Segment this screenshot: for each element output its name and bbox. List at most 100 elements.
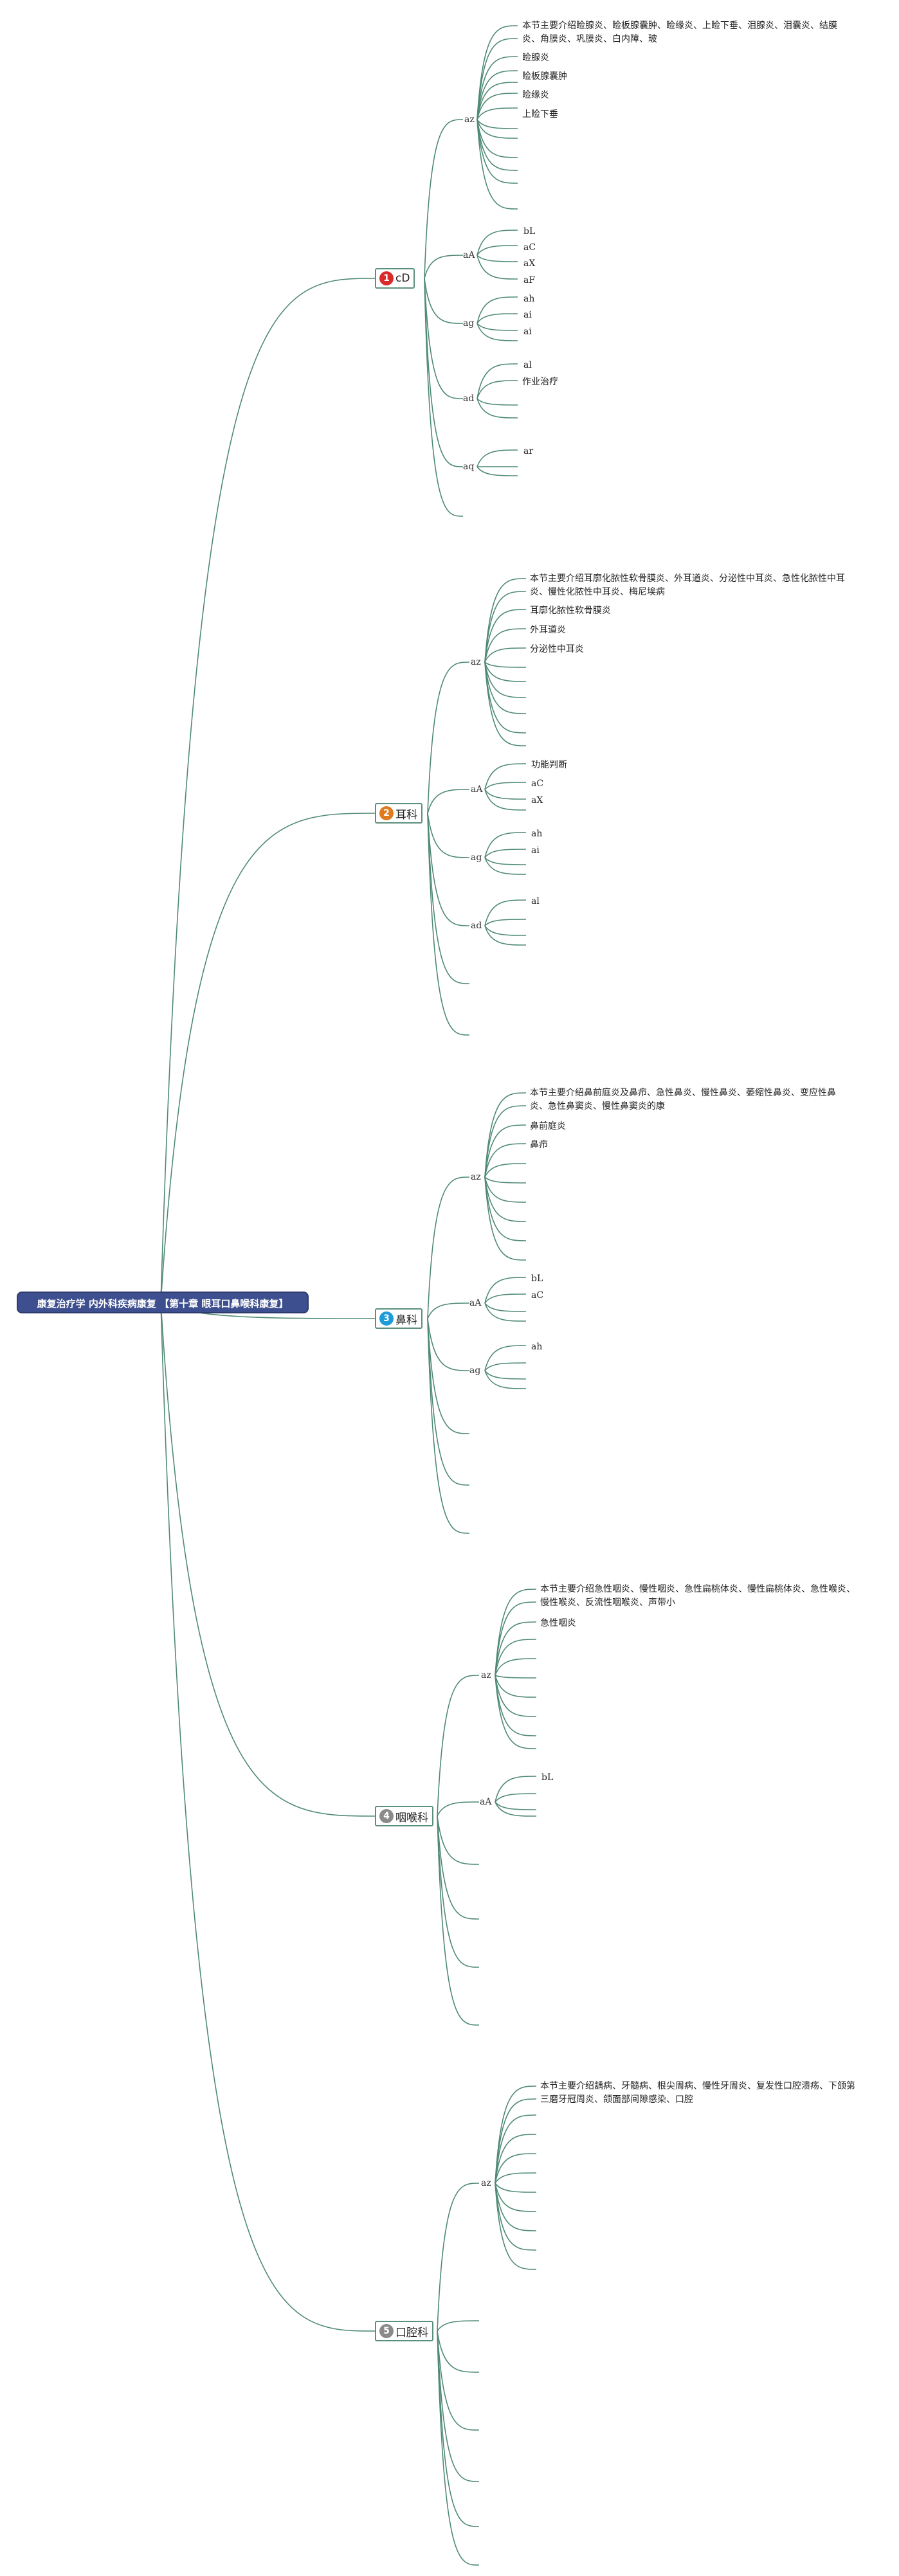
branch-connector bbox=[427, 1302, 470, 1319]
leaf-text: 耳廓化脓性软骨膜炎 bbox=[530, 606, 611, 616]
sub-node[interactable]: aA bbox=[480, 1797, 492, 1807]
leaf-connector bbox=[495, 1801, 537, 1817]
sub-node[interactable]: az bbox=[464, 114, 475, 125]
branch-connector bbox=[424, 255, 464, 279]
branch-label: cD bbox=[395, 272, 410, 285]
branch-connector bbox=[437, 2183, 480, 2332]
leaf-connector bbox=[484, 849, 527, 858]
leaf-text: bL bbox=[541, 1772, 554, 1783]
leaf-text: aX bbox=[523, 258, 536, 269]
leaf-text: ah bbox=[531, 829, 543, 839]
leaf-text: 本节主要介绍急性咽炎、慢性咽炎、急性扁桃体炎、慢性扁桃体炎、急性喉炎、慢性喉炎、… bbox=[540, 1584, 855, 1608]
branch-node-2[interactable]: 2 耳科 bbox=[375, 803, 422, 824]
sub-node[interactable]: aq bbox=[463, 462, 475, 472]
branch-connector bbox=[427, 662, 470, 814]
branch-connector bbox=[437, 2330, 480, 2527]
leaf-connector bbox=[477, 119, 518, 210]
leaf-text: 鼻前庭炎 bbox=[530, 1121, 566, 1131]
leaf-connector bbox=[477, 119, 518, 158]
leaf-connector bbox=[495, 1793, 537, 1803]
leaf-connector bbox=[477, 398, 518, 419]
leaf-text: 外耳道炎 bbox=[530, 625, 566, 635]
leaf-connector bbox=[477, 93, 518, 120]
leaf-connector bbox=[484, 1345, 527, 1371]
branch-node-1[interactable]: 1 cD bbox=[375, 268, 415, 289]
leaf-connector bbox=[477, 323, 518, 331]
leaf-connector bbox=[484, 1092, 527, 1178]
number-badge-icon: 2 bbox=[379, 806, 394, 820]
root-node[interactable]: 康复治疗学 内外科疾病康复 【第十章 眼耳口鼻喉科康复】 bbox=[17, 1292, 309, 1313]
sub-node[interactable]: az bbox=[481, 1670, 491, 1680]
leaf-connector bbox=[495, 1639, 537, 1676]
leaf-connector bbox=[495, 1675, 537, 1698]
leaf-connector bbox=[484, 857, 527, 865]
leaf-connector bbox=[495, 1658, 537, 1676]
leaf-connector bbox=[484, 1176, 527, 1203]
leaf-connector bbox=[495, 2183, 537, 2251]
leaf-connector bbox=[477, 313, 518, 324]
leaf-text: ah bbox=[523, 294, 535, 304]
branch-connector bbox=[437, 1801, 480, 1817]
branch-connector bbox=[437, 2330, 480, 2373]
leaf-text: bL bbox=[523, 226, 536, 237]
leaf-text: 上睑下垂 bbox=[522, 109, 558, 120]
leaf-text: 鼻疖 bbox=[530, 1140, 548, 1150]
sub-node[interactable]: ad bbox=[463, 393, 475, 404]
leaf-connector bbox=[495, 2134, 537, 2184]
branch-connector bbox=[427, 1318, 470, 1371]
number-badge-icon: 3 bbox=[379, 1311, 394, 1326]
sub-node[interactable]: az bbox=[481, 2178, 491, 2188]
leaf-connector bbox=[484, 1176, 527, 1184]
branch-connector bbox=[437, 1675, 480, 1817]
leaf-text: 急性咽炎 bbox=[540, 1618, 576, 1628]
sub-node[interactable]: aA bbox=[469, 1298, 482, 1308]
sub-node[interactable]: aA bbox=[471, 784, 483, 795]
sub-node[interactable]: aA bbox=[463, 250, 475, 260]
leaf-text: bL bbox=[531, 1274, 543, 1284]
leaf-connector bbox=[495, 1675, 537, 1717]
branch-connector bbox=[424, 278, 464, 467]
sub-node[interactable]: ag bbox=[463, 318, 475, 329]
leaf-connector bbox=[495, 2114, 537, 2184]
leaf-text: 本节主要介绍睑腺炎、睑板腺囊肿、睑缘炎、上睑下垂、泪腺炎、泪囊炎、结膜炎、角膜炎… bbox=[522, 21, 837, 44]
leaf-connector bbox=[495, 1675, 537, 1679]
sub-node[interactable]: ag bbox=[471, 852, 482, 863]
leaf-connector bbox=[477, 56, 518, 120]
leaf-connector bbox=[477, 363, 518, 399]
leaf-text: 睑板腺囊肿 bbox=[522, 71, 567, 82]
sub-node[interactable]: az bbox=[471, 657, 481, 667]
leaf-connector bbox=[477, 255, 518, 262]
leaf-connector bbox=[484, 925, 527, 936]
branch-connector bbox=[427, 1318, 470, 1434]
leaf-connector bbox=[477, 25, 518, 120]
leaf-connector bbox=[477, 323, 518, 341]
leaf-connector bbox=[484, 1124, 527, 1178]
branch-node-5[interactable]: 5 口腔科 bbox=[375, 2321, 433, 2341]
leaf-connector bbox=[484, 1302, 527, 1322]
leaf-connector bbox=[477, 38, 518, 120]
branch-label: 口腔科 bbox=[395, 2326, 428, 2339]
branch-node-4[interactable]: 4 咽喉科 bbox=[375, 1806, 433, 1826]
leaf-connector bbox=[495, 1589, 537, 1676]
leaf-connector bbox=[495, 1675, 537, 1749]
leaf-connector bbox=[484, 789, 527, 800]
leaf-connector bbox=[484, 789, 527, 811]
leaf-text: ah bbox=[531, 1342, 543, 1352]
leaf-connector bbox=[484, 1176, 527, 1261]
leaf-connector bbox=[484, 1277, 527, 1304]
leaf-connector bbox=[484, 857, 527, 875]
branch-connector bbox=[427, 813, 470, 926]
leaf-text: 睑腺炎 bbox=[522, 53, 549, 63]
sub-node[interactable]: ag bbox=[469, 1365, 481, 1376]
branch-node-3[interactable]: 3 鼻科 bbox=[375, 1308, 422, 1329]
leaf-connector bbox=[495, 2183, 537, 2231]
leaf-connector bbox=[484, 925, 527, 946]
leaf-connector bbox=[495, 1675, 537, 1736]
leaf-text: 睑缘炎 bbox=[522, 90, 549, 100]
leaf-connector bbox=[484, 832, 527, 858]
sub-node[interactable]: ad bbox=[471, 921, 482, 931]
branch-connector bbox=[437, 1815, 480, 1968]
sub-node[interactable]: az bbox=[471, 1172, 481, 1182]
branch-connector bbox=[427, 1176, 470, 1319]
